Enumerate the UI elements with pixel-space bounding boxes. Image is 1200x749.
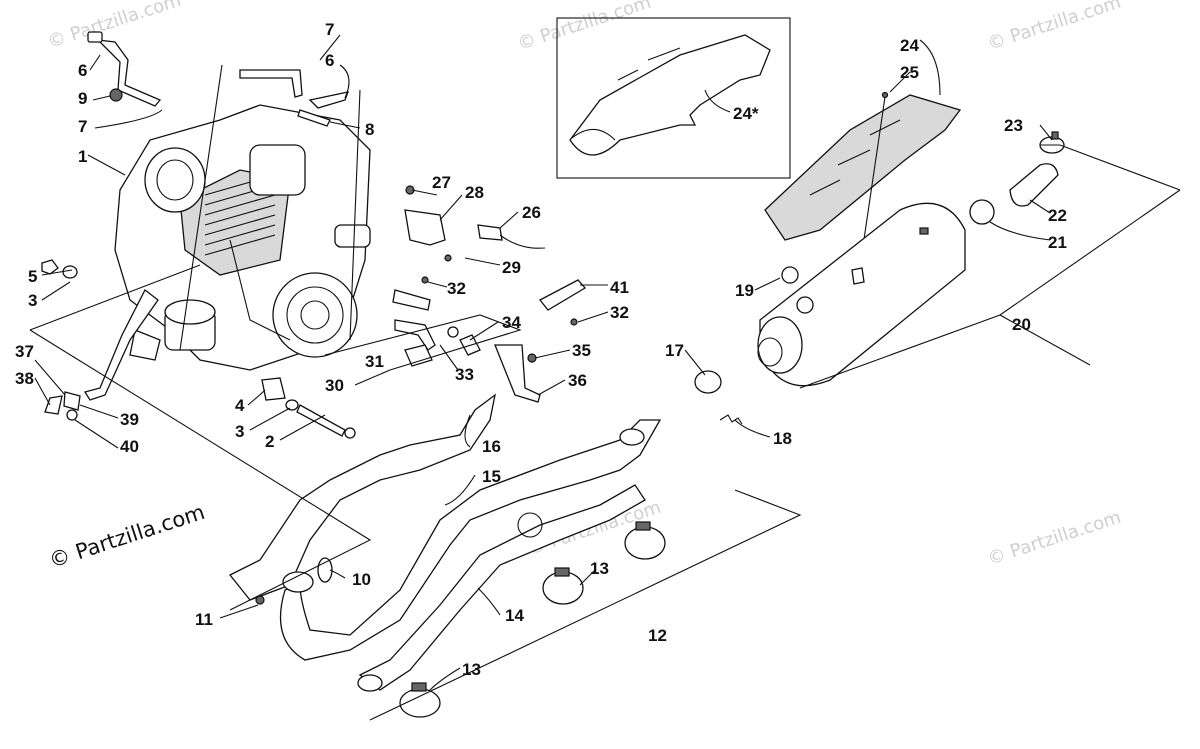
callout-21: 21 [1048, 233, 1067, 252]
callout-27: 27 [432, 173, 451, 192]
callout-13: 13 [590, 559, 609, 578]
callout-13: 13 [462, 660, 481, 679]
callout-18: 18 [773, 429, 792, 448]
callout-24: 24 [900, 36, 919, 55]
exhaust-gasket-spring [255, 370, 743, 605]
callout-1: 1 [78, 147, 87, 166]
callout-7: 7 [78, 117, 87, 136]
watermark-faint: © Partzilla.com [985, 507, 1124, 570]
mount-hardware-left [41, 259, 159, 421]
callout-12: 12 [648, 626, 667, 645]
engine-mount-hardware [261, 377, 356, 439]
callout-11: 11 [195, 610, 213, 629]
callout-41: 41 [610, 278, 629, 297]
watermark-main: © Partzilla.com [46, 500, 208, 573]
callout-10: 10 [352, 570, 371, 589]
callout-37: 37 [15, 342, 34, 361]
callout-22: 22 [1048, 206, 1067, 225]
callout-9: 9 [78, 89, 87, 108]
engine-assembly [114, 104, 371, 371]
callout-40: 40 [120, 437, 139, 456]
engine-bracket-hardware [87, 31, 350, 127]
muffler [757, 202, 966, 387]
callout-19: 19 [735, 281, 754, 300]
watermark-faint: © Partzilla.com [515, 0, 654, 55]
callout-labels: 6 9 7 1 7 6 8 5 3 37 38 39 40 4 3 2 27 2… [15, 20, 1067, 679]
group-outlines [29, 64, 1181, 721]
sensor-bracket-group [404, 185, 546, 262]
leader-lines [34, 34, 1053, 691]
callout-39: 39 [120, 410, 139, 429]
callout-8: 8 [365, 120, 374, 139]
callout-30: 30 [325, 376, 344, 395]
callout-29: 29 [502, 258, 521, 277]
callout-36: 36 [568, 371, 587, 390]
callout-25: 25 [900, 63, 919, 82]
watermark-faint: © Partzilla.com [985, 0, 1124, 55]
callout-38: 38 [15, 369, 34, 388]
callout-31: 31 [365, 352, 384, 371]
callout-24-star: 24* [733, 104, 759, 123]
heat-shield-inset [556, 17, 791, 179]
exhaust-header-pipes [228, 393, 662, 692]
callout-14: 14 [505, 606, 524, 625]
callout-5: 5 [28, 267, 37, 286]
callout-6: 6 [78, 61, 87, 80]
spark-arrestor-parts [969, 131, 1065, 225]
callout-32: 32 [610, 303, 629, 322]
callout-32: 32 [447, 279, 466, 298]
callout-4: 4 [235, 396, 245, 415]
exhaust-clamps [399, 521, 666, 718]
callout-28: 28 [465, 183, 484, 202]
callout-6: 6 [325, 51, 334, 70]
callout-16: 16 [482, 437, 501, 456]
callout-33: 33 [455, 365, 474, 384]
callout-23: 23 [1004, 116, 1023, 135]
callout-17: 17 [665, 341, 684, 360]
callout-2: 2 [265, 432, 274, 451]
callout-3: 3 [235, 422, 244, 441]
callout-34: 34 [502, 313, 521, 332]
callout-3: 3 [28, 291, 37, 310]
callout-35: 35 [572, 341, 591, 360]
cylinder-fins [204, 174, 276, 256]
shift-lever-group [392, 276, 587, 403]
callout-7: 7 [325, 20, 334, 39]
callout-26: 26 [522, 203, 541, 222]
callout-20: 20 [1012, 315, 1031, 334]
callout-15: 15 [482, 467, 501, 486]
